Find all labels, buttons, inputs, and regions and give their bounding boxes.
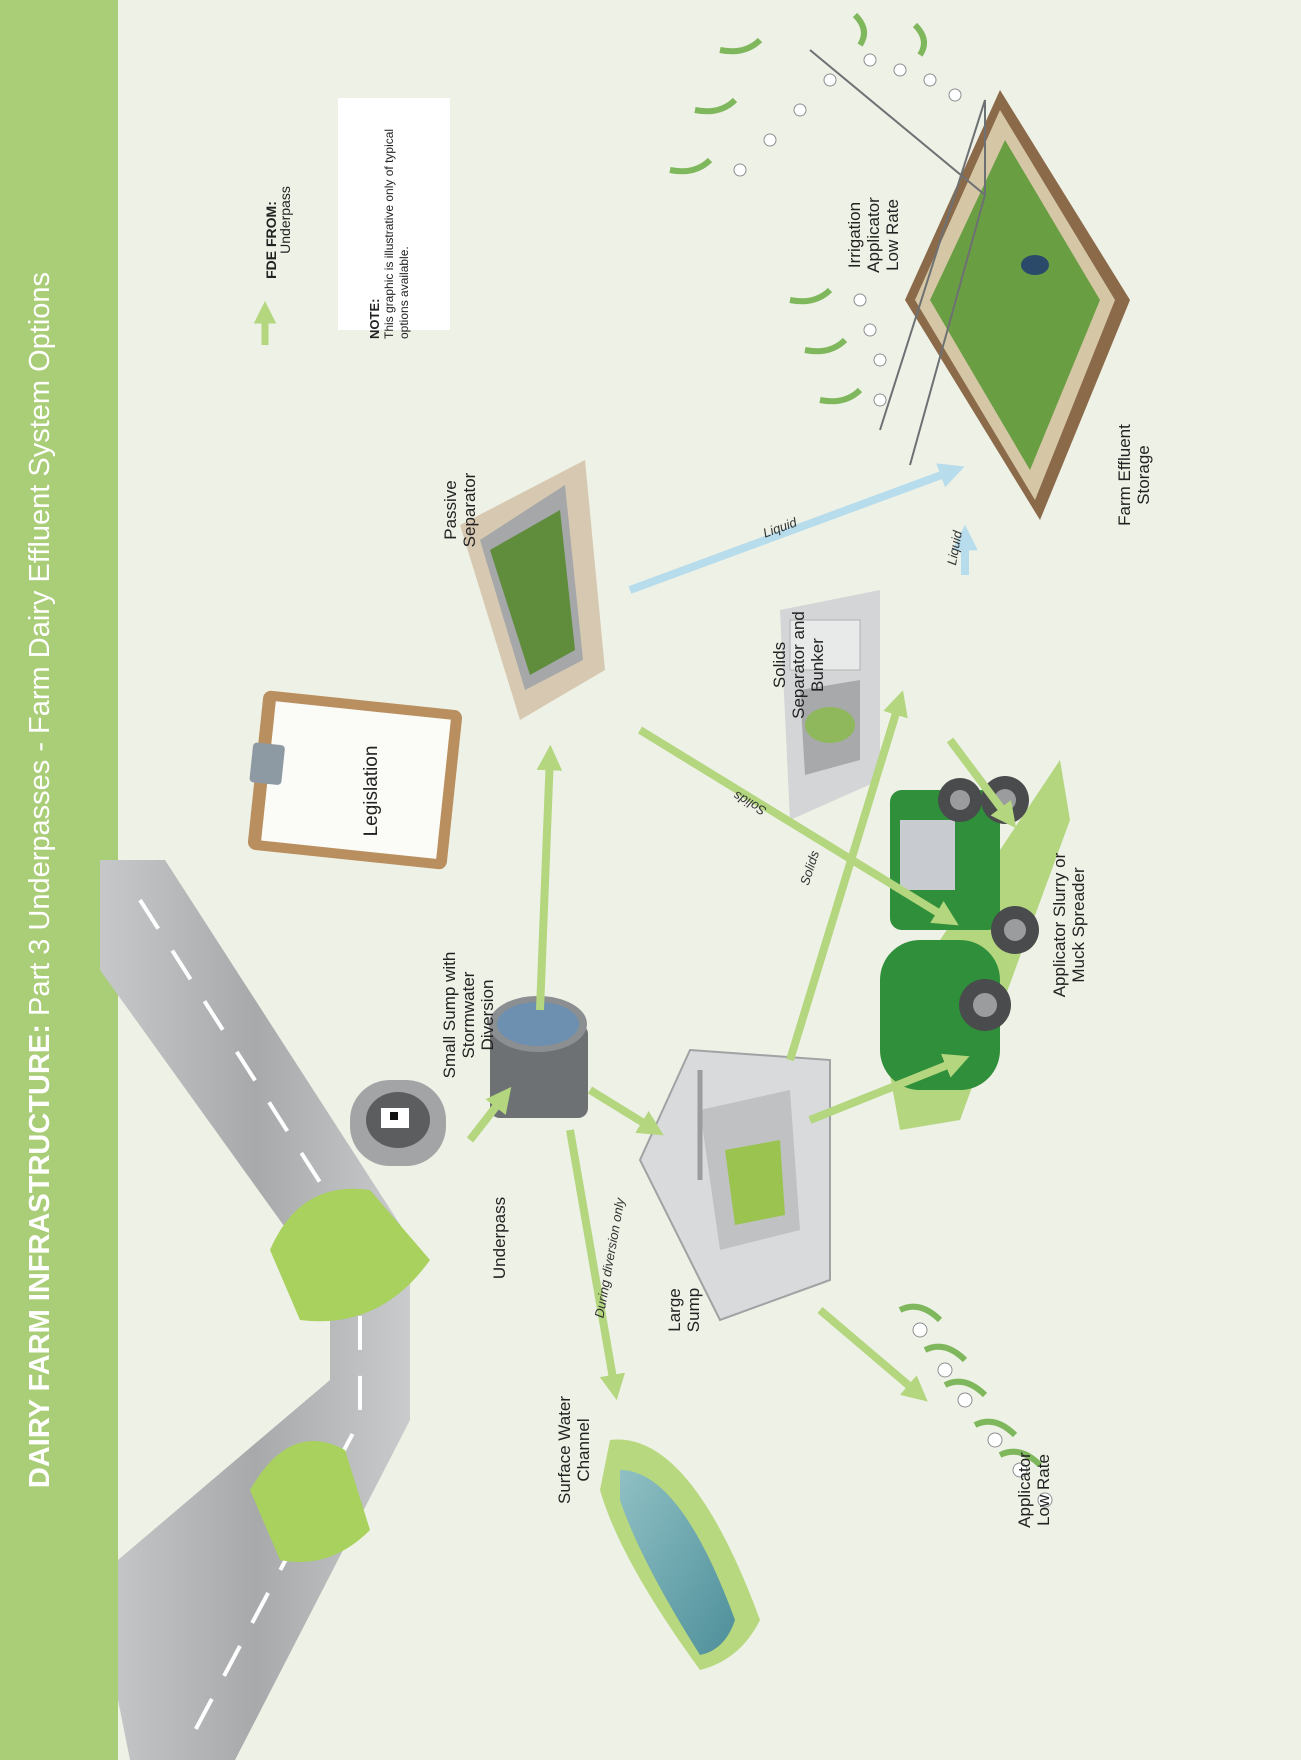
arrow-large-sump-to-spreader	[808, 1053, 970, 1124]
arrow-underpass-to-small-sump	[466, 1086, 512, 1143]
label-underpass: Underpass	[490, 1196, 509, 1280]
passive-separator-illustration	[460, 460, 605, 720]
label-irrigation-applicator: Irrigation Applicator Low Rate	[845, 197, 902, 273]
arrow-solids-separator-to-spreader	[946, 737, 1017, 829]
legislation-clipboard	[247, 690, 463, 870]
label-surface-water-channel: Surface Water Channel	[555, 1395, 593, 1505]
arrow-large-sump-to-applicator-low	[817, 1306, 928, 1402]
solids-separator-illustration	[780, 590, 880, 820]
label-solids-separator: Solids Separator and Bunker	[770, 611, 827, 719]
label-passive-separator: Passive Separator	[441, 472, 479, 548]
label-farm-effluent-storage: Farm Effluent Storage	[1115, 424, 1153, 526]
label-legislation: Legislation	[361, 745, 382, 837]
arrow-large-sump-to-solids-separator	[786, 690, 908, 1062]
arrow-passive-separator-to-spreader	[637, 726, 959, 926]
surface-water-channel-illustration	[600, 1439, 760, 1670]
flow-arrows	[253, 301, 1017, 1402]
underpass-illustration	[250, 1080, 446, 1562]
arrow-small-sump-to-passive-separator	[536, 744, 563, 1011]
irrigation-applicator-illustration	[669, 12, 987, 466]
label-applicator-low-rate: Applicator Low Rate	[1015, 1452, 1053, 1528]
small-sump-illustration	[489, 996, 588, 1118]
label-large-sump: Large Sump	[665, 1287, 703, 1333]
large-sump-illustration	[638, 1048, 831, 1322]
legend-item-underpass: Underpass	[277, 186, 293, 254]
arrow-small-sump-to-surface-water	[566, 1129, 625, 1401]
note-box	[338, 98, 450, 330]
applicator-low-rate-illustration	[898, 1303, 1053, 1508]
farm-effluent-storage-illustration	[905, 90, 1130, 520]
liquid-arrows	[628, 463, 978, 594]
arrow-small-sump-to-large-sump	[587, 1086, 664, 1136]
label-slurry-spreader: Applicator Slurry or Muck Spreader	[1050, 852, 1088, 998]
note-text: NOTE: This graphic is illustrative only …	[367, 128, 411, 339]
arrow-passive-separator-to-storage	[628, 463, 965, 594]
slurry-spreader-illustration	[880, 760, 1070, 1130]
title-band	[0, 0, 118, 1760]
label-small-sump: Small Sump with Stormwater Diversion	[440, 951, 497, 1079]
